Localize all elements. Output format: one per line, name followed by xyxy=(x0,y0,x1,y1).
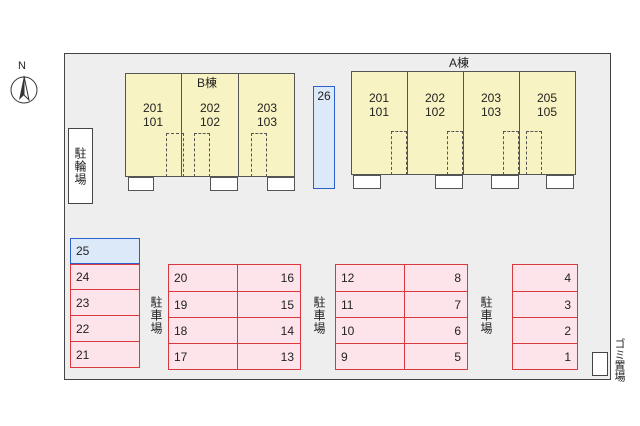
bike-parking: 駐輪場 xyxy=(68,128,93,204)
entrance-step xyxy=(491,175,519,189)
parking-spot: 10 xyxy=(335,318,405,344)
building-b-title: B棟 xyxy=(197,76,218,90)
parking-spot-25: 25 xyxy=(70,238,140,264)
parking-spot: 21 xyxy=(70,342,140,368)
parking-column: 20 19 18 17 xyxy=(168,264,238,370)
parking-spot: 17 xyxy=(168,344,238,370)
parking-spot: 16 xyxy=(237,264,301,292)
parking-lot-label: 駐車場 xyxy=(149,296,163,335)
parking-spot: 20 xyxy=(168,264,238,292)
parking-spot-26: 26 xyxy=(313,86,335,189)
parking-spot: 23 xyxy=(70,290,140,316)
parking-spot: 5 xyxy=(404,344,468,370)
entrance-step xyxy=(435,175,463,189)
entrance-step xyxy=(546,175,574,189)
parking-spot: 12 xyxy=(335,264,405,292)
parking-spot: 1 xyxy=(512,344,578,370)
parking-spot: 7 xyxy=(404,292,468,318)
parking-column-right: 4 3 2 1 xyxy=(512,264,578,370)
parking-column: 16 15 14 13 xyxy=(237,264,301,370)
parking-spot: 14 xyxy=(237,318,301,344)
trash-area-label: ゴミ置場 xyxy=(613,338,625,382)
entrance-step xyxy=(210,177,238,191)
parking-spot: 3 xyxy=(512,292,578,318)
parking-spot: 24 xyxy=(70,264,140,290)
parking-lot-label: 駐車場 xyxy=(312,296,326,335)
parking-spot: 18 xyxy=(168,318,238,344)
parking-spot: 4 xyxy=(512,264,578,292)
parking-spot: 8 xyxy=(404,264,468,292)
trash-area xyxy=(592,352,608,376)
north-arrow-icon: N xyxy=(8,60,40,108)
parking-spot: 9 xyxy=(335,344,405,370)
parking-spot: 15 xyxy=(237,292,301,318)
entrance-step xyxy=(128,177,154,191)
building-a-title: A棟 xyxy=(449,56,470,70)
compass-icon xyxy=(10,75,38,104)
parking-spot: 22 xyxy=(70,316,140,342)
parking-spot: 6 xyxy=(404,318,468,344)
parking-spot: 2 xyxy=(512,318,578,344)
parking-spot: 19 xyxy=(168,292,238,318)
parking-lot-label: 駐車場 xyxy=(479,296,493,335)
entrance-step xyxy=(353,175,381,189)
entrance-step xyxy=(267,177,295,191)
parking-spot: 13 xyxy=(237,344,301,370)
parking-column-left: 24 23 22 21 xyxy=(70,264,140,368)
parking-column: 12 11 10 9 xyxy=(335,264,405,370)
parking-column: 8 7 6 5 xyxy=(404,264,468,370)
north-label: N xyxy=(18,60,26,72)
bike-parking-label: 駐輪場 xyxy=(73,146,87,186)
parking-spot: 11 xyxy=(335,292,405,318)
